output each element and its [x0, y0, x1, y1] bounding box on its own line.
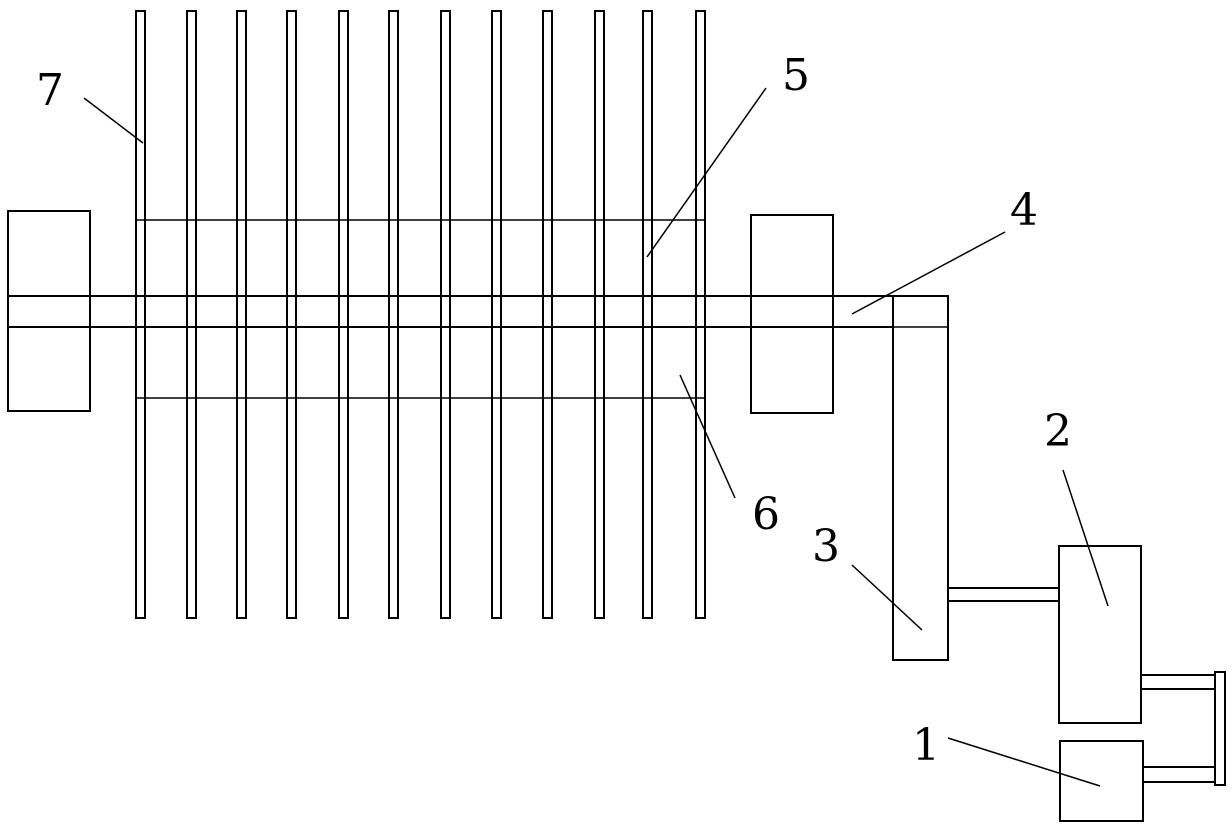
vertical-plates: [135, 10, 706, 619]
vertical-plate: [186, 10, 197, 619]
vertical-plate: [440, 10, 451, 619]
vertical-plate: [338, 10, 349, 619]
leader-line-5: [646, 87, 767, 258]
vertical-plate: [135, 10, 146, 619]
unit-2-box: [1058, 545, 1142, 724]
leader-line-4: [851, 231, 1006, 315]
unit-1-box: [1059, 740, 1144, 822]
callout-label-3: 3: [812, 521, 840, 572]
leader-line-2: [1062, 469, 1109, 607]
vertical-plate: [642, 10, 653, 619]
leader-line-1: [947, 737, 1101, 787]
linkage-rod-upper: [1140, 674, 1216, 690]
vertical-plate: [594, 10, 605, 619]
vertical-arm: [892, 295, 949, 661]
callout-label-6: 6: [752, 489, 780, 540]
vertical-plate: [695, 10, 706, 619]
left-end-block: [7, 210, 91, 412]
callout-label-1: 1: [912, 720, 940, 771]
callout-label-4: 4: [1010, 185, 1038, 236]
linkage-rod-lower: [1142, 766, 1216, 783]
leader-line-3: [851, 564, 923, 631]
callout-label-2: 2: [1044, 406, 1072, 457]
vertical-plate: [542, 10, 553, 619]
leader-line-7: [83, 97, 144, 144]
right-end-block: [750, 214, 834, 414]
linkage-vertical-bar: [1214, 671, 1226, 786]
leader-line-6: [679, 374, 736, 499]
callout-label-7: 7: [36, 65, 64, 116]
vertical-plate: [388, 10, 399, 619]
vertical-plate: [491, 10, 502, 619]
vertical-plate: [286, 10, 297, 619]
connector-rod-arm-to-unit2: [947, 587, 1060, 602]
callout-label-5: 5: [782, 50, 810, 101]
vertical-plate: [236, 10, 247, 619]
